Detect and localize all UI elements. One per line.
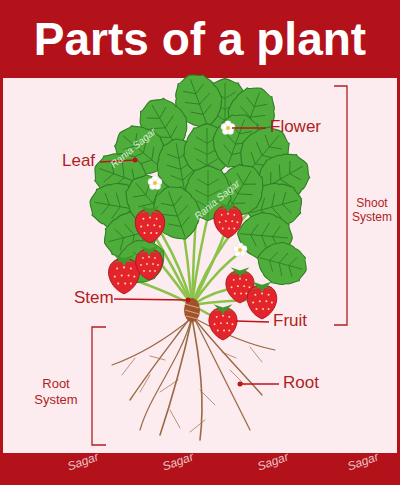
root-crown — [184, 298, 200, 322]
watermark: Sagar — [66, 449, 101, 473]
strawberry — [209, 304, 237, 340]
crown-wrap — [185, 304, 199, 319]
part-label: Leaf — [62, 151, 95, 171]
root-line — [192, 318, 202, 440]
flowers — [148, 121, 247, 257]
title-text: Parts of a plant — [0, 0, 400, 78]
leaf-shape — [252, 237, 311, 291]
leader-line — [114, 299, 188, 300]
leader-line — [240, 383, 279, 384]
strawberries — [109, 202, 277, 340]
stem-line — [192, 225, 228, 305]
root-line — [140, 320, 191, 430]
title-bar: Parts of a plant — [0, 0, 400, 78]
leader-dot — [186, 298, 191, 303]
watermark: Rania Sagar — [108, 126, 158, 171]
leader-line — [232, 127, 266, 128]
part-label: Stem — [74, 288, 114, 308]
shoot-bracket — [334, 86, 347, 325]
strawberry — [136, 246, 163, 280]
system-label: Shoot System — [349, 196, 395, 225]
system-label: Root System — [28, 376, 84, 407]
watermark: Sagar — [161, 449, 196, 473]
flower-shape — [233, 243, 247, 257]
leader-lines — [100, 128, 279, 384]
part-label: Fruit — [273, 311, 307, 331]
root-bracket — [92, 327, 106, 445]
watermark: Rania Sagar — [192, 178, 242, 223]
strawberry — [135, 206, 165, 243]
part-label: Root — [283, 373, 319, 393]
crown — [184, 298, 200, 322]
watermark: Sagar — [346, 449, 381, 473]
leader-line — [236, 321, 269, 322]
flower-shape — [148, 176, 162, 190]
watermark: Sagar — [256, 449, 291, 473]
roots — [112, 318, 275, 440]
strawberry — [214, 202, 242, 238]
root-line — [112, 318, 192, 365]
leader-dots — [133, 158, 243, 387]
brackets — [92, 86, 347, 445]
bottom-bar — [0, 453, 400, 485]
leader-dot — [133, 158, 138, 163]
strawberry — [247, 282, 277, 319]
leader-dot — [238, 382, 243, 387]
strawberry — [109, 255, 140, 294]
root-hair — [122, 347, 262, 432]
part-label: Flower — [270, 117, 321, 137]
